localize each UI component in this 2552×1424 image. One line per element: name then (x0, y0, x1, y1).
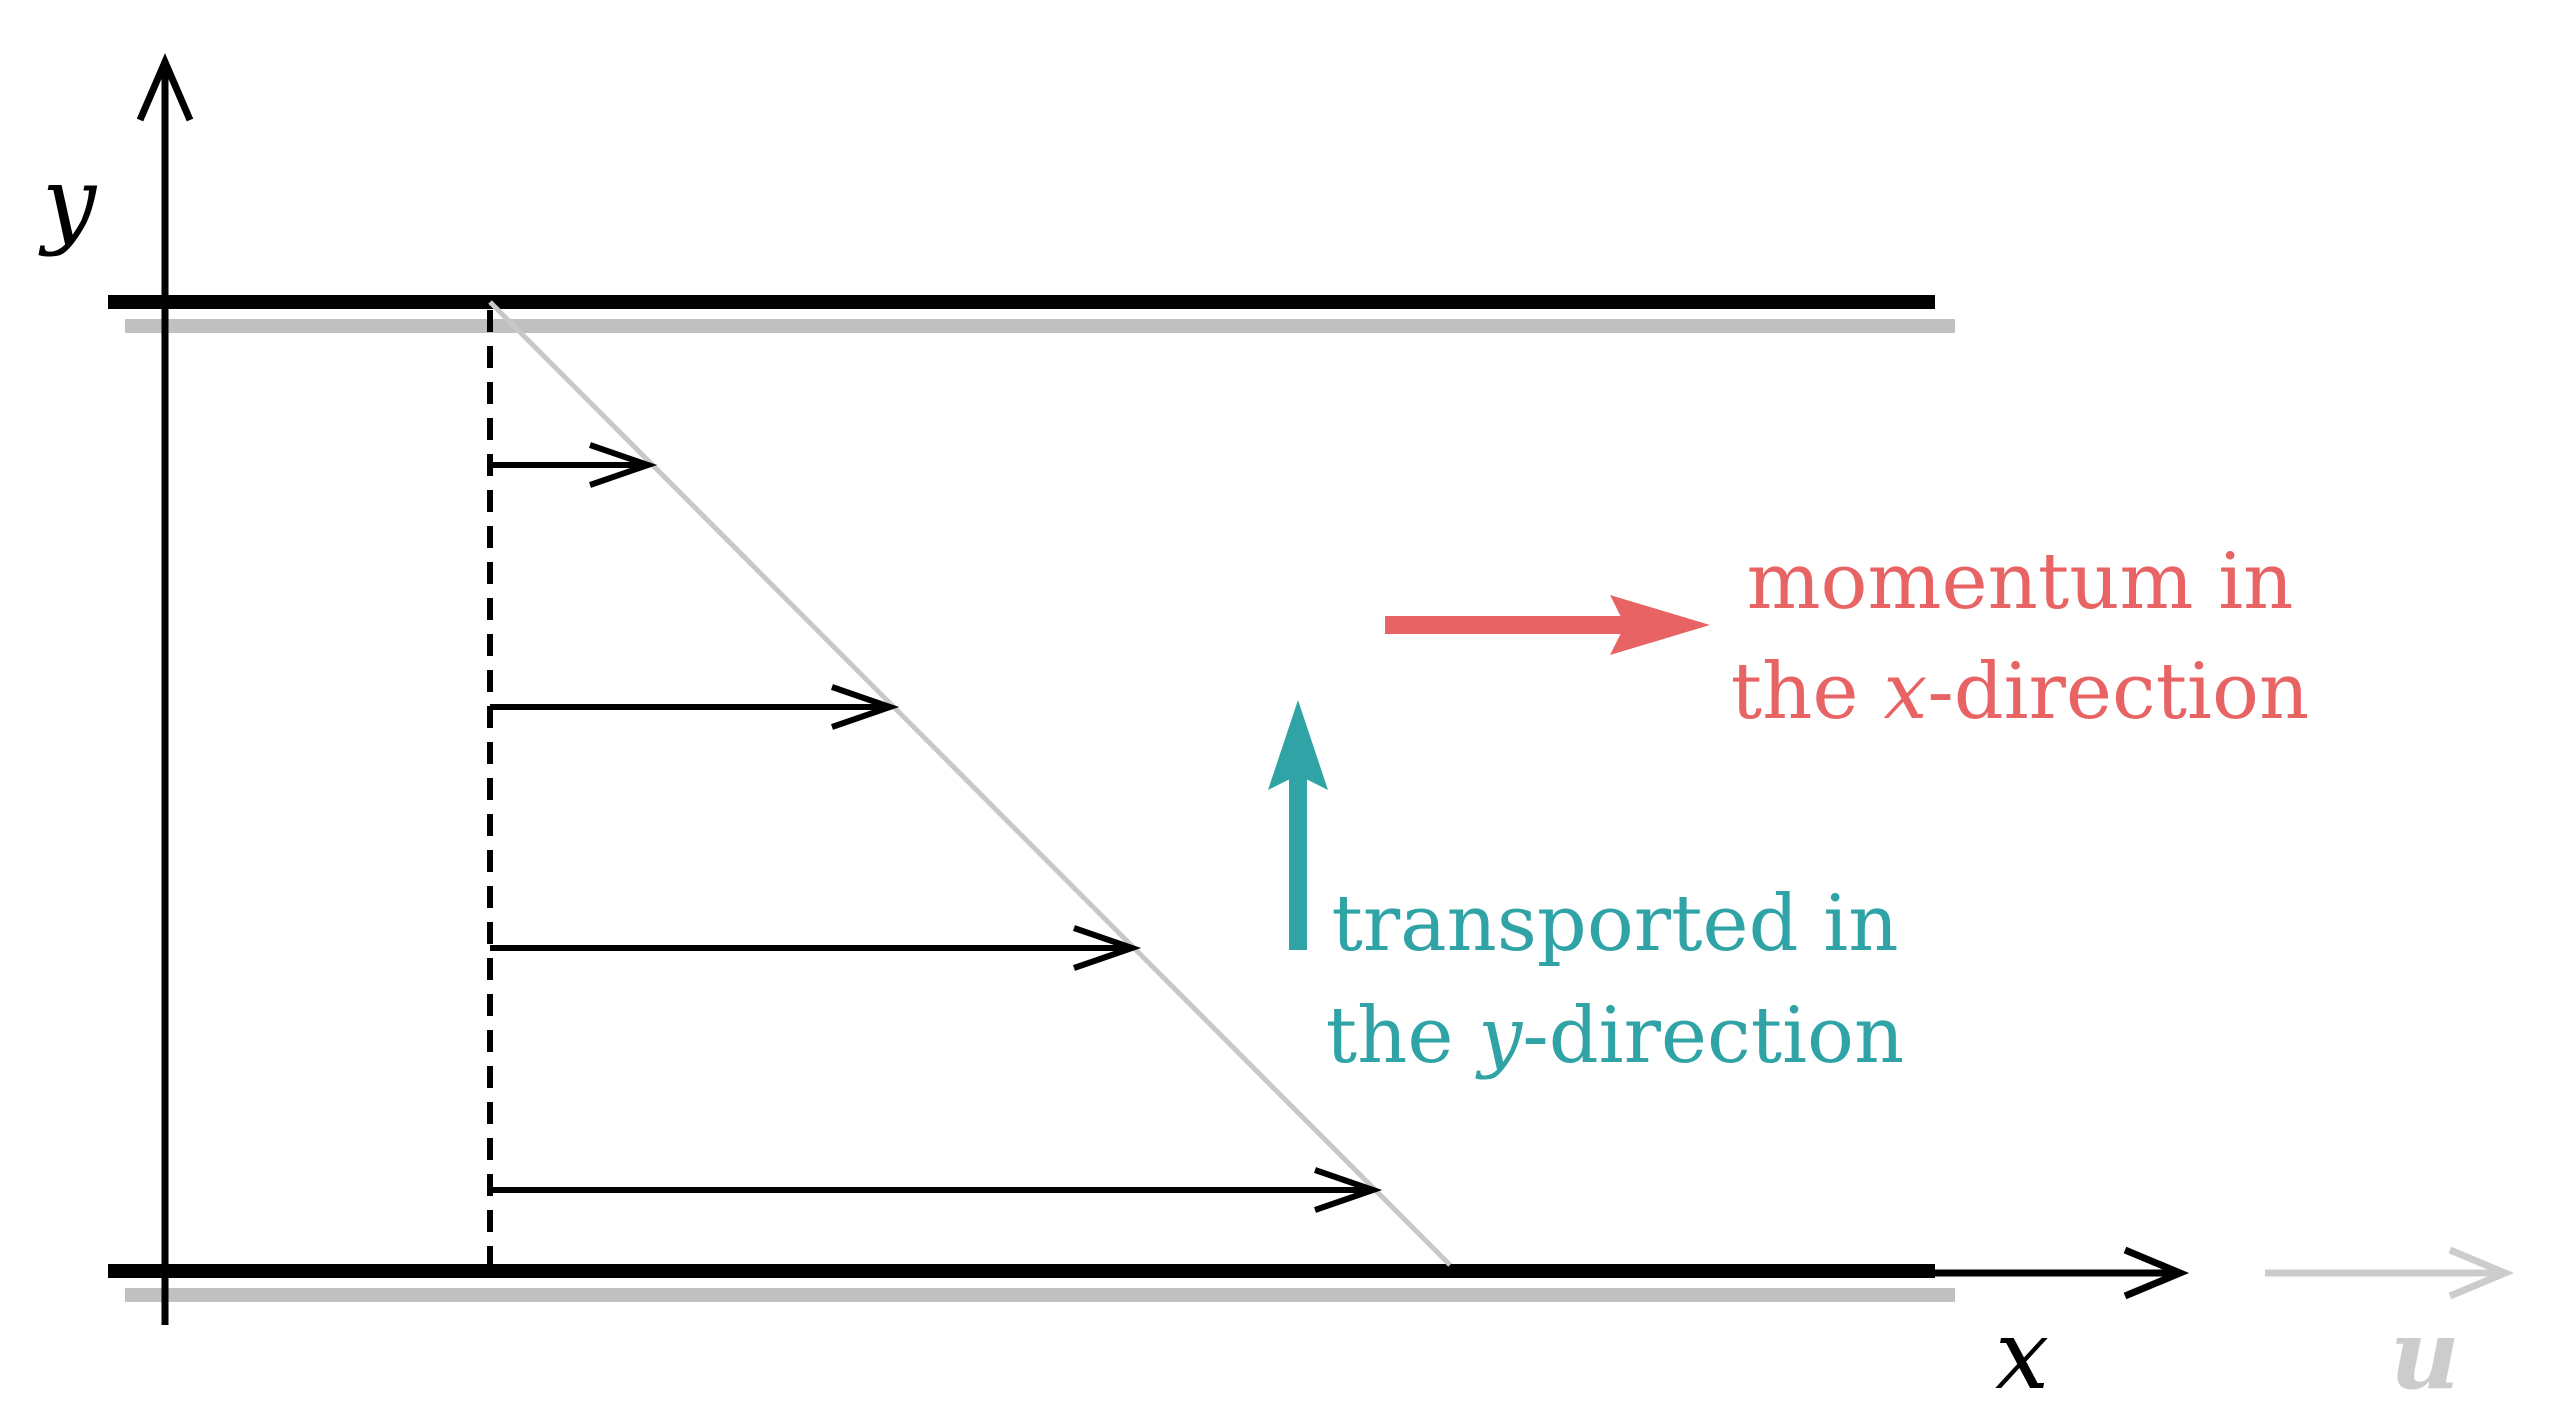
transport-caption-pre: the (1326, 991, 1479, 1081)
y-axis-arrowhead (136, 53, 194, 122)
x-axis-label: x (1995, 1299, 2049, 1411)
momentum-arrowhead (1610, 595, 1710, 655)
velocity-arrow-4-head (1314, 1167, 1383, 1213)
velocity-arrows (490, 442, 1383, 1213)
transport-caption-post: -direction (1522, 991, 1904, 1081)
velocity-arrow-1-head (589, 442, 658, 488)
velocity-arrow-3-head (1073, 925, 1142, 971)
x-axis-arrowhead (2123, 1246, 2190, 1300)
momentum-caption-post: -direction (1927, 647, 2309, 737)
transport-arrowhead (1268, 700, 1328, 790)
transport-caption-line1: transported in (1332, 879, 1899, 969)
momentum-caption-pre: the (1731, 647, 1884, 737)
momentum-caption-line2: the x-direction (1731, 647, 2309, 737)
velocity-arrow-2-head (831, 684, 900, 730)
momentum-caption-line1: momentum in (1747, 537, 2294, 627)
transport-caption-var: y (1475, 991, 1523, 1081)
u-axis-arrowhead (2448, 1246, 2515, 1300)
momentum-caption-var: x (1883, 647, 1927, 737)
transport-caption-line2: the y-direction (1326, 991, 1904, 1081)
y-axis-label: y (38, 146, 98, 258)
velocity-profile-line (488, 300, 1452, 1267)
u-axis-label: u (2390, 1298, 2460, 1411)
